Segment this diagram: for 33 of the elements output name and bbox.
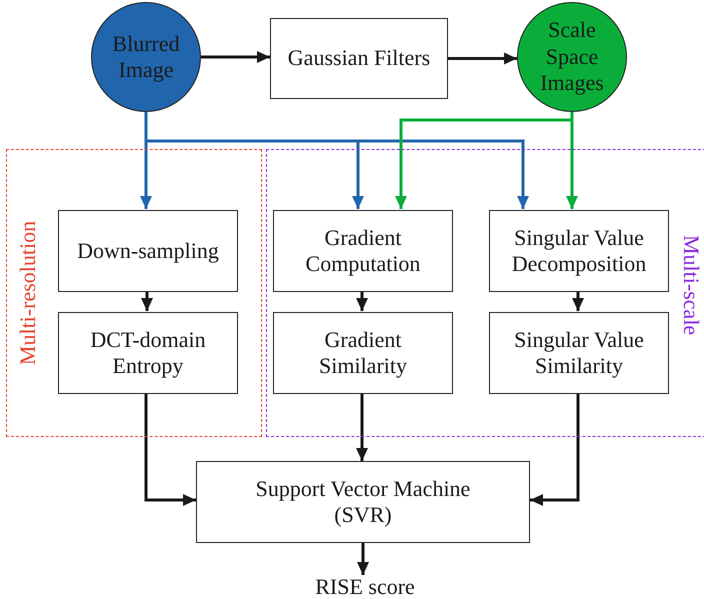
process-box [273, 312, 453, 394]
arrow [144, 393, 196, 506]
process-box [273, 210, 453, 292]
dashed-region [6, 149, 262, 437]
region-label: Multi-scale [678, 235, 704, 336]
node-label: DCT-domain Entropy [89, 326, 207, 380]
process-box [270, 18, 448, 99]
node-label: Support Vector Machine (SVR) [254, 476, 472, 528]
arrow [356, 393, 368, 461]
arrow [144, 112, 529, 209]
arrow [448, 52, 518, 64]
node-label: Scale Space Images [540, 17, 604, 97]
dashed-region [266, 149, 704, 437]
node-label: Gaussian Filters [288, 45, 430, 72]
node-label: Blurred Image [112, 30, 180, 84]
node-label: Singular Value Decomposition [510, 224, 648, 278]
arrow [141, 291, 153, 311]
node-label: RISE score [315, 574, 415, 599]
process-box [489, 312, 669, 394]
node-label: Gradient Similarity [318, 326, 408, 380]
node-label: Singular Value Similarity [513, 326, 645, 380]
arrow [356, 291, 368, 311]
node-label: Down-sampling [77, 238, 219, 264]
process-box [489, 210, 669, 292]
arrow [357, 543, 369, 575]
process-box [58, 210, 238, 292]
arrow [201, 51, 270, 63]
arrow [530, 393, 580, 506]
region-label: Multi-resolution [15, 220, 41, 366]
node-label: Gradient Computation [304, 224, 422, 278]
arrow [572, 291, 584, 311]
process-box [58, 312, 238, 394]
process-box [196, 461, 530, 543]
